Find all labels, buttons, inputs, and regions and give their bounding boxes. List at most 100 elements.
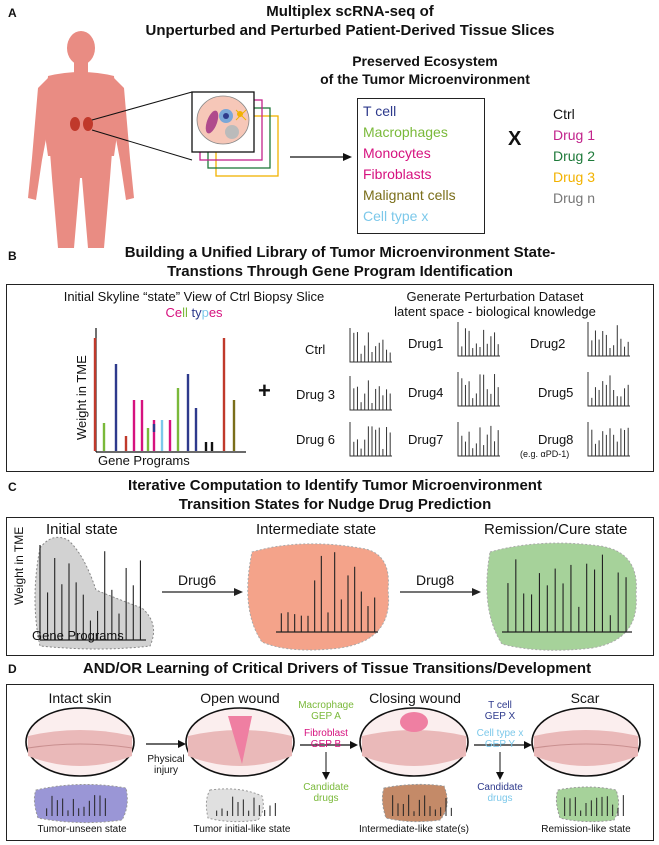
drug-ctrl: Ctrl bbox=[553, 106, 575, 122]
cell-types-list: T cell Macrophages Monocytes Fibroblasts… bbox=[358, 99, 484, 227]
ecosystem-title-line2: of the Tumor Microenvironment bbox=[320, 71, 530, 87]
mini-chart-axes bbox=[587, 422, 630, 457]
mini-skyline-charts bbox=[349, 322, 630, 457]
drug8-note: (e.g. αPD-1) bbox=[520, 449, 570, 459]
cell-type-macrophages: Macrophages bbox=[363, 124, 448, 140]
stage-scar: Scar bbox=[570, 690, 600, 706]
plus-sign: + bbox=[258, 378, 271, 403]
panel-b-title-line1: Building a Unified Library of Tumor Micr… bbox=[124, 244, 556, 261]
panel-c-box bbox=[6, 517, 654, 656]
cell-type-x: Cell type x bbox=[363, 208, 429, 224]
panel-d-letter: D bbox=[8, 662, 17, 676]
mid1-gep-a: GEP A bbox=[311, 711, 341, 722]
drug-list: Ctrl Drug 1 Drug 2 Drug 3 Drug n bbox=[553, 104, 595, 209]
drug-1: Drug 1 bbox=[553, 127, 596, 143]
state-transition-diagram bbox=[34, 536, 637, 651]
mid2-gep-x: GEP X bbox=[484, 711, 516, 722]
mini-chart-axes bbox=[349, 376, 392, 411]
remission-state-blob bbox=[486, 542, 637, 651]
panel-a-title: Multiplex scRNA-seq of Unperturbed and P… bbox=[120, 2, 580, 40]
skin-closing-wound bbox=[359, 707, 469, 777]
condition-drug1: Drug1 bbox=[408, 336, 444, 351]
drug-n: Drug n bbox=[553, 190, 596, 206]
mid2-candidate-label: Candidate bbox=[477, 782, 523, 793]
mid1-candidate: Candidate drugs bbox=[294, 782, 358, 804]
skyline-title: Initial Skyline “state” View of Ctrl Bio… bbox=[63, 289, 325, 304]
state-label-intermediate: Intermediate-like state(s) bbox=[358, 824, 470, 835]
mid2-gep-y: GEP Y bbox=[484, 739, 516, 750]
panel-c-title-line2: Transition States for Nudge Drug Predict… bbox=[178, 496, 492, 513]
mid1-candidate-label: Candidate bbox=[303, 782, 349, 793]
condition-drug5: Drug5 bbox=[538, 385, 574, 400]
perturbation-title-line1: Generate Perturbation Dataset bbox=[406, 289, 584, 304]
tissue-slice-zoom bbox=[91, 91, 352, 177]
drug-2: Drug 2 bbox=[553, 148, 596, 164]
state-label-remission: Remission-like state bbox=[541, 824, 631, 835]
ecosystem-title-line1: Preserved Ecosystem bbox=[352, 53, 498, 69]
panel-c-title: Iterative Computation to Identify Tumor … bbox=[70, 476, 600, 514]
intermediate-state-blob bbox=[247, 543, 390, 651]
panel-d-box bbox=[6, 684, 654, 841]
mid1-macrophage: Macrophage bbox=[298, 700, 354, 711]
mid2-tcell: T cell bbox=[488, 700, 512, 711]
mid2-labels: T cell GEP X Cell type x GEP Y bbox=[468, 700, 532, 750]
skyline-chart bbox=[93, 328, 246, 453]
mini-chart-axes bbox=[457, 322, 500, 357]
mini-chart-axes bbox=[457, 372, 500, 407]
state-label-initial: Tumor initial-like state bbox=[193, 824, 291, 835]
condition-drug8: Drug8 bbox=[538, 432, 574, 447]
panel-b-letter: B bbox=[8, 249, 17, 263]
stage-closing-wound: Closing wound bbox=[369, 690, 461, 706]
mid1-drugs-label: drugs bbox=[313, 793, 339, 804]
panel-a-title-line1: Multiplex scRNA-seq of bbox=[266, 3, 434, 20]
panel-b-x-label: Gene Programs bbox=[98, 453, 190, 468]
mini-chart-axes bbox=[587, 372, 630, 407]
stage-intact-skin: Intact skin bbox=[48, 690, 112, 706]
skin-open-wound bbox=[185, 707, 295, 777]
mid1-labels: Macrophage GEP A Fibroblast GEP B bbox=[294, 700, 358, 750]
intermediate-state-label: Intermediate state bbox=[256, 521, 377, 538]
cell-type-tcell: T cell bbox=[363, 103, 397, 119]
mini-chart-axes bbox=[587, 322, 630, 357]
drug8-arrow-label: Drug8 bbox=[416, 572, 455, 588]
skin-scar bbox=[531, 707, 641, 777]
panel-a-title-line2: Unperturbed and Perturbed Patient-Derive… bbox=[145, 22, 555, 39]
mid2-celltype: Cell type x bbox=[476, 728, 524, 739]
mid2-candidate: Candidate drugs bbox=[468, 782, 532, 804]
drug-3: Drug 3 bbox=[553, 169, 596, 185]
perturbation-title: Generate Perturbation Dataset latent spa… bbox=[365, 289, 625, 319]
initial-state-blob bbox=[34, 536, 155, 650]
mid1-fibroblast: Fibroblast bbox=[304, 728, 348, 739]
panel-b-box bbox=[6, 284, 654, 472]
panel-b-title: Building a Unified Library of Tumor Micr… bbox=[60, 243, 620, 281]
condition-drug6: Drug 6 bbox=[296, 432, 336, 447]
mini-chart-axes bbox=[349, 328, 392, 363]
cell-types-label: Cell types bbox=[165, 305, 223, 320]
condition-drug4: Drug4 bbox=[408, 385, 444, 400]
mid2-drugs-label: drugs bbox=[487, 793, 513, 804]
ecosystem-title: Preserved Ecosystem of the Tumor Microen… bbox=[300, 52, 550, 88]
mid1-gep-b: GEP B bbox=[310, 739, 342, 750]
cell-type-monocytes: Monocytes bbox=[363, 145, 431, 161]
panel-c-letter: C bbox=[8, 480, 17, 494]
condition-drug2: Drug2 bbox=[530, 336, 566, 351]
panel-a-letter: A bbox=[8, 6, 17, 20]
panel-c-title-line1: Iterative Computation to Identify Tumor … bbox=[128, 477, 542, 494]
skin-intact bbox=[25, 707, 135, 777]
times-symbol: X bbox=[508, 128, 522, 150]
panel-b-title-line2: Transtions Through Gene Program Identifi… bbox=[167, 263, 513, 280]
cell-type-fibroblasts: Fibroblasts bbox=[363, 166, 432, 182]
cell-type-malignant: Malignant cells bbox=[363, 187, 456, 203]
mini-chart-axes bbox=[457, 422, 500, 457]
panel-d-title: AND/OR Learning of Critical Drivers of T… bbox=[82, 660, 592, 677]
initial-state-label: Initial state bbox=[46, 521, 118, 538]
condition-drug7: Drug7 bbox=[408, 432, 444, 447]
condition-drug3: Drug 3 bbox=[296, 387, 336, 402]
remission-state-label: Remission/Cure state bbox=[484, 521, 628, 538]
physical-injury-label: Physical injury bbox=[147, 754, 185, 776]
mini-chart-axes bbox=[349, 422, 392, 457]
stage-open-wound: Open wound bbox=[200, 690, 280, 706]
drug6-arrow-label: Drug6 bbox=[178, 572, 217, 588]
panel-c-x-label: Gene Programs bbox=[32, 628, 124, 643]
